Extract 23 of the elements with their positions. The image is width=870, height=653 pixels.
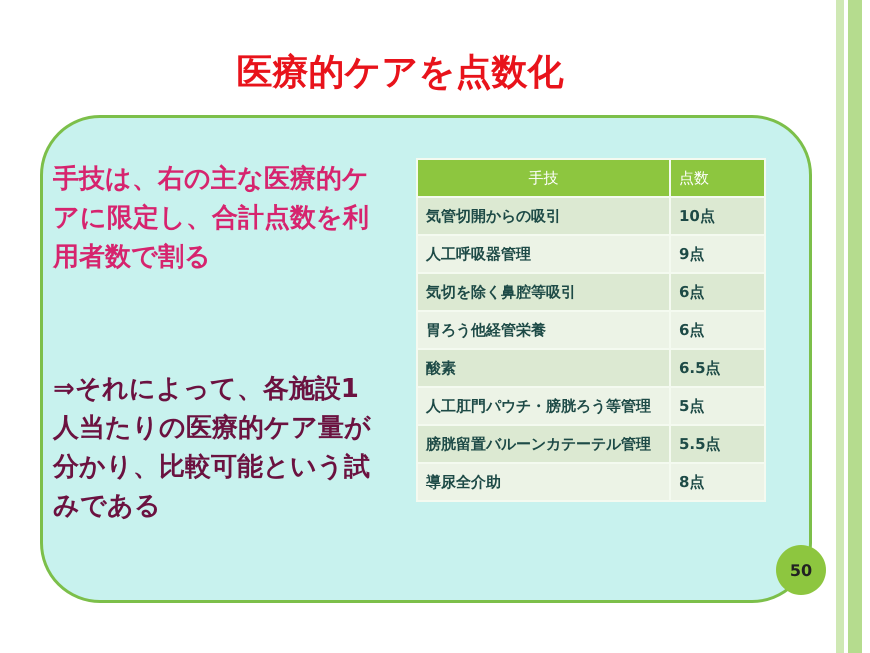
table-cell: 8点 bbox=[670, 463, 765, 501]
body-text: ⇒それによって、各施設1人当たりの医療的ケア量が分かり、比較可能という試みである bbox=[53, 373, 372, 523]
table-cell: 9点 bbox=[670, 235, 765, 273]
table-cell: 5.5点 bbox=[670, 425, 765, 463]
page-number: 50 bbox=[776, 545, 826, 595]
table-cell: 人工肛門パウチ・膀胱ろう等管理 bbox=[417, 387, 670, 425]
table-cell: 6.5点 bbox=[670, 349, 765, 387]
table-cell: 10点 bbox=[670, 197, 765, 235]
table-cell: 気管切開からの吸引 bbox=[417, 197, 670, 235]
header-cell: 手技 bbox=[417, 159, 670, 197]
table-cell: 5点 bbox=[670, 387, 765, 425]
slide-title: 医療的ケアを点数化 bbox=[236, 51, 564, 95]
table-cell: 6点 bbox=[670, 311, 765, 349]
table-cell: 6点 bbox=[670, 273, 765, 311]
header-cell: 点数 bbox=[670, 159, 765, 197]
table-cell: 胃ろう他経管栄養 bbox=[417, 311, 670, 349]
body-text: 手技は、右の主な医療的ケアに限定し、合計点数を利用者数で割る bbox=[53, 163, 370, 274]
table-cell: 導尿全介助 bbox=[417, 463, 670, 501]
table-cell: 膀胱留置バルーンカテーテル管理 bbox=[417, 425, 670, 463]
rounded-panel bbox=[40, 115, 812, 603]
table-cell: 酸素 bbox=[417, 349, 670, 387]
table-cell: 気切を除く鼻腔等吸引 bbox=[417, 273, 670, 311]
table-cell: 人工呼吸器管理 bbox=[417, 235, 670, 273]
